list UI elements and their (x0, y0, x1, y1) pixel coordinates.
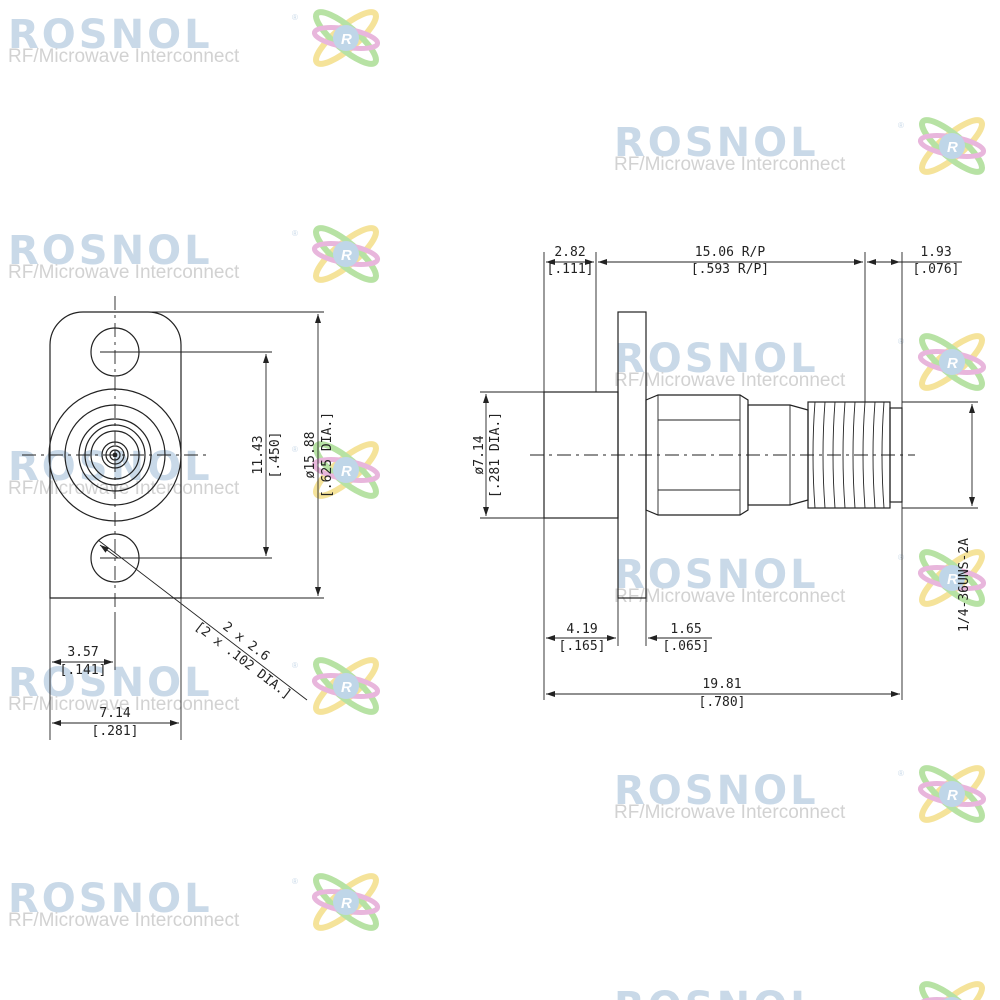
watermark-logo-icon (310, 653, 382, 719)
watermark-3: ROSNOL ® RF/Microwave Interconnect (8, 221, 382, 287)
watermark-tagline: RF/Microwave Interconnect (8, 478, 240, 499)
watermark-registered: ® (898, 337, 904, 346)
watermark-4: ROSNOL ® RF/Microwave Interconnect (614, 329, 988, 395)
hole-callout-leader (97, 539, 308, 701)
watermark-registered: ® (292, 445, 298, 454)
watermark-logo-icon (916, 545, 988, 611)
watermark-brand: ROSNOL (8, 660, 213, 706)
dim-overall-in: [.780] (699, 695, 746, 710)
rear-body (543, 391, 619, 519)
dim-overall-mm: 19.81 (702, 677, 741, 692)
watermark-1: ROSNOL ® RF/Microwave Interconnect (8, 5, 382, 71)
watermark-6: ROSNOL ® RF/Microwave Interconnect (614, 545, 988, 611)
dim-ref-plane-in: [.593 R/P] (691, 262, 769, 277)
watermark-tagline: RF/Microwave Interconnect (614, 370, 846, 391)
watermark-registered: ® (898, 553, 904, 562)
watermark-7: ROSNOL ® RF/Microwave Interconnect (8, 653, 382, 719)
watermark-logo-icon (310, 221, 382, 287)
watermark-brand: ROSNOL (614, 336, 819, 382)
watermark-9: ROSNOL ® RF/Microwave Interconnect (8, 869, 382, 935)
hole-callout-arrow (99, 544, 119, 559)
watermark-2: ROSNOL ® RF/Microwave Interconnect (614, 113, 988, 179)
dim-offset-in: [.141] (60, 663, 107, 678)
watermark-brand: ROSNOL (8, 228, 213, 274)
watermark-tagline: RF/Microwave Interconnect (8, 910, 240, 931)
dim-body-dia-in: [.281 DIA.] (488, 412, 503, 498)
dim-flange-thk-in: [.111] (547, 262, 594, 277)
watermark-10: ROSNOL (614, 977, 988, 1000)
watermark-registered: ® (292, 13, 298, 22)
watermark-tagline: RF/Microwave Interconnect (614, 586, 846, 607)
watermark-registered: ® (292, 229, 298, 238)
dim-rear-len-mm: 4.19 (566, 622, 597, 637)
dim-ref-plane-mm: 15.06 R/P (695, 245, 766, 260)
watermark-logo-icon (310, 869, 382, 935)
watermark-brand: ROSNOL (614, 768, 819, 814)
watermark-logo-icon (310, 5, 382, 71)
dim-rear-len-in: [.165] (559, 639, 606, 654)
watermark-brand: ROSNOL (614, 984, 819, 1000)
watermark-tagline: RF/Microwave Interconnect (8, 694, 240, 715)
hex-body (645, 394, 749, 516)
dim-tip-mm: 1.93 (920, 245, 951, 260)
watermark-8: ROSNOL ® RF/Microwave Interconnect (614, 761, 988, 827)
dim-hole-spacing-in: [.450] (268, 432, 283, 479)
side-view: 2.82 [.111] 15.06 R/P [.593 R/P] 1.93 [.… (472, 245, 978, 710)
watermark-brand: ROSNOL (614, 552, 819, 598)
dim-width-mm: 7.14 (99, 706, 130, 721)
watermark-brand: ROSNOL (614, 120, 819, 166)
dim-flange-thk-mm: 2.82 (554, 245, 585, 260)
watermark-tagline: RF/Microwave Interconnect (614, 802, 846, 823)
dim-thread-spec: 1/4-36UNS-2A (957, 538, 972, 632)
dim-outer-dia-mm: ø15.88 (303, 432, 318, 479)
watermark-logo-icon (916, 113, 988, 179)
watermark-tagline: RF/Microwave Interconnect (8, 46, 240, 67)
watermark-brand: ROSNOL (8, 12, 213, 58)
dim-offset-mm: 3.57 (67, 645, 98, 660)
dim-hole-spacing-mm: 11.43 (251, 435, 266, 474)
watermark-brand: ROSNOL (8, 876, 213, 922)
watermark-registered: ® (292, 661, 298, 670)
watermark-logo-icon (916, 761, 988, 827)
watermark-registered: ® (898, 769, 904, 778)
watermark-tagline: RF/Microwave Interconnect (614, 154, 846, 175)
dim-width-in: [.281] (92, 724, 139, 739)
dim-body-dia-mm: ø7.14 (472, 435, 487, 474)
watermark-registered: ® (898, 121, 904, 130)
dim-tip-in: [.076] (913, 262, 960, 277)
watermark-registered: ® (292, 877, 298, 886)
dim-flange-w-mm: 1.65 (670, 622, 701, 637)
watermark-logo-icon (916, 329, 988, 395)
watermark-logo-icon (916, 977, 988, 1000)
dim-outer-dia-in: [.625 DIA.] (320, 412, 335, 498)
watermark-tagline: RF/Microwave Interconnect (8, 262, 240, 283)
dim-flange-w-in: [.065] (663, 639, 710, 654)
